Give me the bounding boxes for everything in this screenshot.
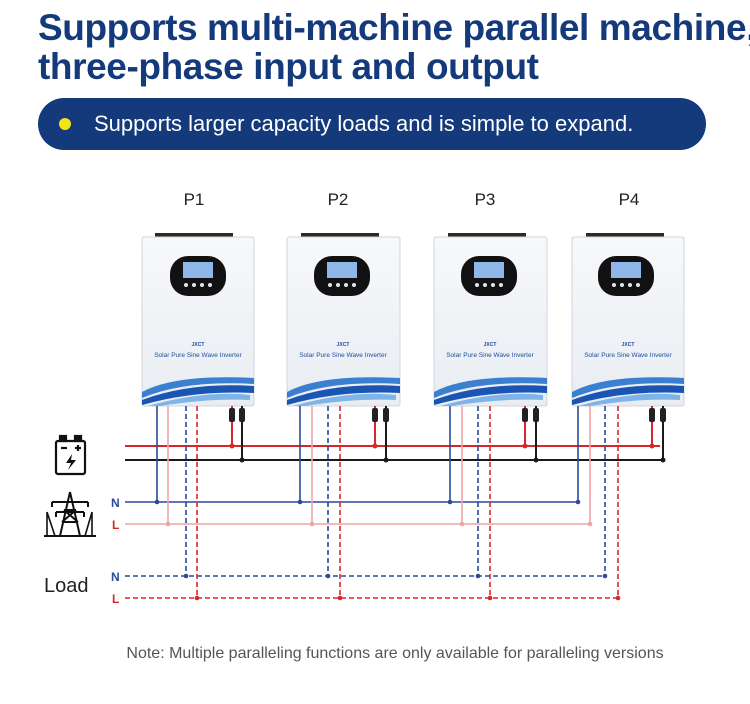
grid-l-label: L (112, 518, 119, 532)
inverter-label: P2 (328, 190, 349, 209)
inverter-label: P4 (619, 190, 640, 209)
inverter-p1: P1 JXCT Solar Pure Sine Wave Inverter (141, 190, 255, 407)
inverter-p4: P4 JXCT Solar Pure Sine Wave Inverter (571, 190, 685, 407)
top-cap (448, 233, 526, 239)
title-line-1: Supports multi-machine parallel machine, (38, 7, 750, 48)
grid-junctions (154, 499, 593, 527)
top-cap (301, 233, 379, 239)
wave-graphic (287, 377, 400, 406)
battery-icon (54, 434, 87, 476)
model-text: Solar Pure Sine Wave Inverter (299, 352, 387, 359)
inverter-case (141, 236, 255, 407)
brand-text: JXCT (622, 342, 635, 348)
model-text: Solar Pure Sine Wave Inverter (584, 352, 672, 359)
inverter-p3: P3 JXCT Solar Pure Sine Wave Inverter (433, 190, 548, 407)
model-text: Solar Pure Sine Wave Inverter (446, 352, 534, 359)
load-output-wires (125, 406, 619, 599)
load-l-label: L (112, 592, 119, 606)
inverter-p2: P2 JXCT Solar Pure Sine Wave Inverter (286, 190, 401, 407)
feature-banner: Supports larger capacity loads and is si… (38, 98, 706, 150)
keypad-buttons (475, 283, 503, 287)
battery-bus (125, 406, 664, 461)
top-cap (586, 233, 664, 239)
title-line-2: three-phase input and output (38, 46, 539, 87)
keypad-buttons (612, 283, 640, 287)
keypad-buttons (184, 283, 212, 287)
load-label: Load (44, 575, 89, 597)
bullet-dot-icon (59, 118, 71, 130)
inverter-label: P3 (475, 190, 496, 209)
brand-text: JXCT (337, 342, 350, 348)
grid-input-wires (125, 406, 591, 525)
footnote: Note: Multiple paralleling functions are… (126, 645, 664, 662)
battery-junctions (229, 443, 666, 463)
grid-n-label: N (111, 496, 120, 510)
lcd-screen (327, 262, 357, 278)
brand-text: JXCT (192, 342, 205, 348)
lcd-screen (474, 262, 504, 278)
load-n-label: N (111, 570, 120, 584)
power-tower-icon (44, 491, 96, 537)
wave-graphic (572, 377, 684, 406)
keypad-buttons (328, 283, 356, 287)
brand-text: JXCT (484, 342, 497, 348)
top-cap (155, 233, 233, 239)
model-text: Solar Pure Sine Wave Inverter (154, 352, 242, 359)
inverter-label: P1 (184, 190, 205, 209)
wave-graphic (142, 377, 254, 406)
feature-banner-text: Supports larger capacity loads and is si… (94, 111, 634, 136)
page-title: Supports multi-machine parallel machine,… (38, 7, 750, 87)
wave-graphic (434, 377, 547, 406)
lcd-screen (611, 262, 641, 278)
load-junctions (183, 573, 621, 601)
lcd-screen (183, 262, 213, 278)
battery-connectors (229, 408, 666, 422)
